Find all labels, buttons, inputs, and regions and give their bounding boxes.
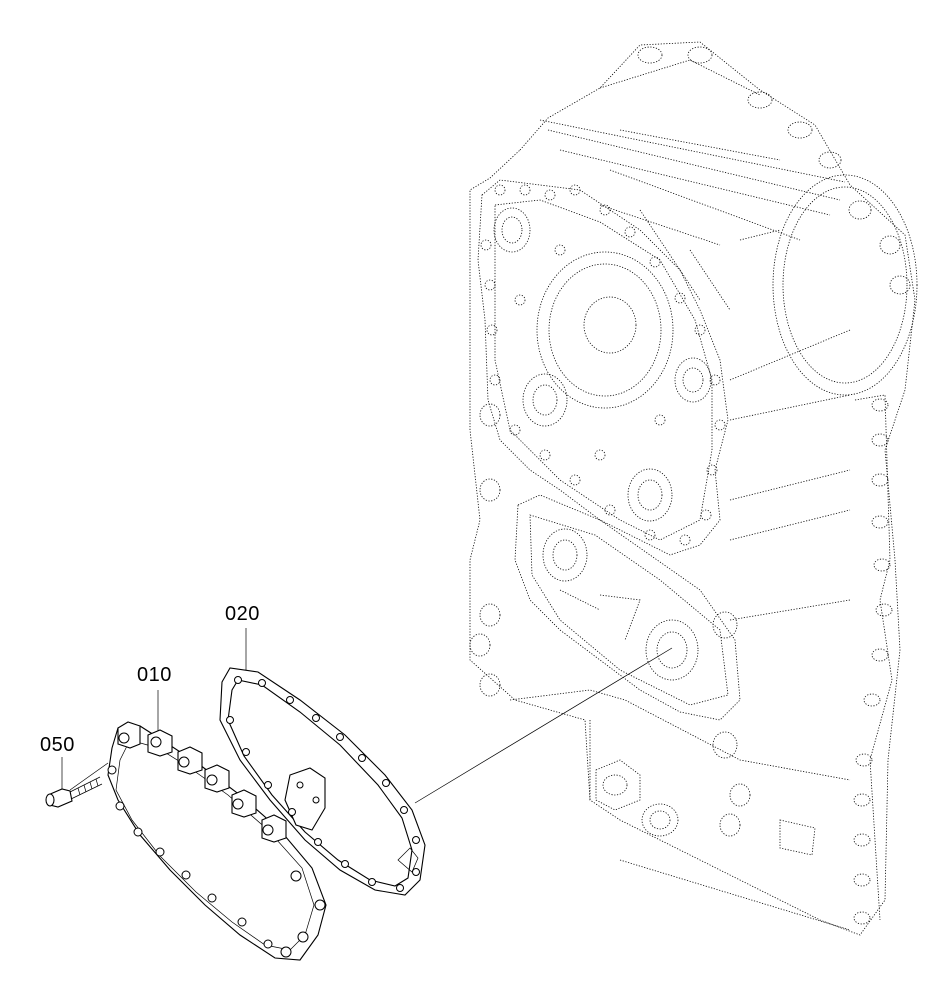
callout-050[interactable]: 050 [40, 734, 75, 756]
gasket-020 [219, 667, 426, 896]
screw-050 [45, 776, 103, 808]
transmission-housing [469, 41, 918, 936]
cover-010 [107, 721, 327, 961]
upper-flange-holes [480, 184, 726, 546]
callout-010[interactable]: 010 [137, 664, 172, 686]
callout-020[interactable]: 020 [225, 603, 260, 625]
leader-lines [61, 628, 673, 804]
